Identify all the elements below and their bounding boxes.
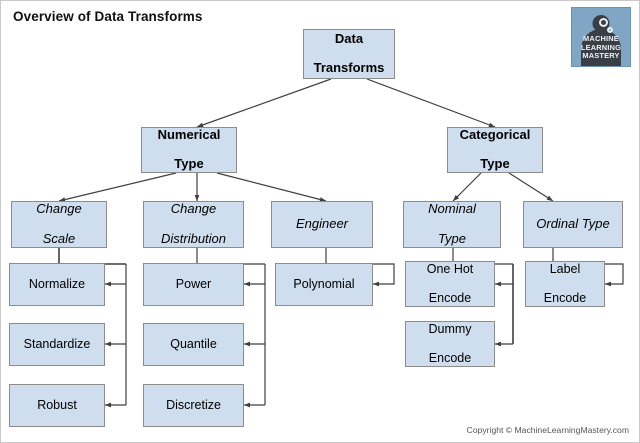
node-numerical-type[interactable]: Numerical Type bbox=[141, 127, 237, 173]
logo-text-line1: MACHINE bbox=[583, 34, 619, 43]
node-discretize[interactable]: Discretize bbox=[143, 384, 244, 427]
node-power[interactable]: Power bbox=[143, 263, 244, 306]
node-label-encode-line2: Encode bbox=[543, 291, 587, 306]
node-engineer-label: Engineer bbox=[295, 216, 349, 232]
node-quantile-label: Quantile bbox=[170, 337, 217, 352]
node-ordinal-type[interactable]: Ordinal Type bbox=[523, 201, 623, 248]
node-standardize-label: Standardize bbox=[23, 337, 91, 352]
node-quantile[interactable]: Quantile bbox=[143, 323, 244, 366]
node-polynomial-label: Polynomial bbox=[293, 277, 355, 292]
logo-text: MACHINE LEARNING MASTERY bbox=[572, 34, 630, 61]
node-change-scale[interactable]: Change Scale bbox=[11, 201, 107, 248]
node-one-hot-encode-line1: One Hot bbox=[426, 262, 474, 277]
node-standardize[interactable]: Standardize bbox=[9, 323, 105, 366]
node-dummy-encode-line1: Dummy bbox=[428, 322, 472, 337]
edge-root-categorical bbox=[366, 78, 496, 128]
node-change-scale-line1: Change bbox=[36, 201, 82, 217]
node-data-transforms[interactable]: Data Transforms bbox=[303, 29, 395, 79]
edge-numerical-changescale bbox=[58, 172, 177, 202]
node-label-encode[interactable]: Label Encode bbox=[525, 261, 605, 307]
node-change-distribution[interactable]: Change Distribution bbox=[143, 201, 244, 248]
node-engineer[interactable]: Engineer bbox=[271, 201, 373, 248]
gear-icon bbox=[599, 18, 608, 27]
copyright-notice: Copyright © MachineLearningMastery.com bbox=[466, 425, 629, 435]
node-change-scale-line2: Scale bbox=[42, 230, 76, 246]
node-label-encode-line1: Label bbox=[549, 262, 581, 277]
node-categorical-type-line2: Type bbox=[480, 156, 510, 172]
edge-categorical-nominal bbox=[452, 172, 482, 202]
node-numerical-type-line1: Numerical bbox=[157, 126, 221, 142]
logo-silhouette-body bbox=[581, 29, 621, 66]
node-numerical-type-line2: Type bbox=[174, 156, 204, 172]
node-change-distribution-line2: Distribution bbox=[160, 230, 227, 246]
node-categorical-type-line1: Categorical bbox=[459, 126, 531, 142]
node-dummy-encode-line2: Encode bbox=[428, 351, 472, 366]
edge-numerical-engineer bbox=[216, 172, 327, 202]
node-normalize-label: Normalize bbox=[28, 277, 86, 292]
node-nominal-type-line2: Type bbox=[438, 230, 466, 246]
node-one-hot-encode-line2: Encode bbox=[428, 291, 472, 306]
edge-changedist-bus bbox=[196, 248, 265, 265]
node-data-transforms-line2: Transforms bbox=[313, 60, 385, 76]
node-one-hot-encode[interactable]: One Hot Encode bbox=[405, 261, 495, 307]
node-normalize[interactable]: Normalize bbox=[9, 263, 105, 306]
logo-text-line2: LEARNING bbox=[580, 42, 622, 52]
node-categorical-type[interactable]: Categorical Type bbox=[447, 127, 543, 173]
node-nominal-type[interactable]: Nominal Type bbox=[403, 201, 501, 248]
node-ordinal-type-label: Ordinal Type bbox=[536, 216, 610, 232]
node-power-label: Power bbox=[175, 277, 212, 292]
edge-categorical-ordinal bbox=[508, 172, 554, 202]
edge-root-numerical bbox=[196, 78, 332, 128]
node-robust[interactable]: Robust bbox=[9, 384, 105, 427]
node-data-transforms-line1: Data bbox=[334, 30, 364, 46]
logo-text-line3: MASTERY bbox=[582, 51, 620, 61]
edge-changescale-bus bbox=[58, 248, 126, 265]
machine-learning-mastery-logo: MACHINE LEARNING MASTERY bbox=[571, 7, 631, 67]
node-dummy-encode[interactable]: Dummy Encode bbox=[405, 321, 495, 367]
node-robust-label: Robust bbox=[37, 398, 77, 413]
node-discretize-label: Discretize bbox=[166, 398, 221, 413]
gear-small-icon bbox=[607, 27, 613, 33]
node-polynomial[interactable]: Polynomial bbox=[275, 263, 373, 306]
page-title: Overview of Data Transforms bbox=[13, 9, 203, 24]
node-nominal-type-line1: Nominal bbox=[428, 201, 476, 217]
node-change-distribution-line1: Change bbox=[170, 201, 217, 217]
